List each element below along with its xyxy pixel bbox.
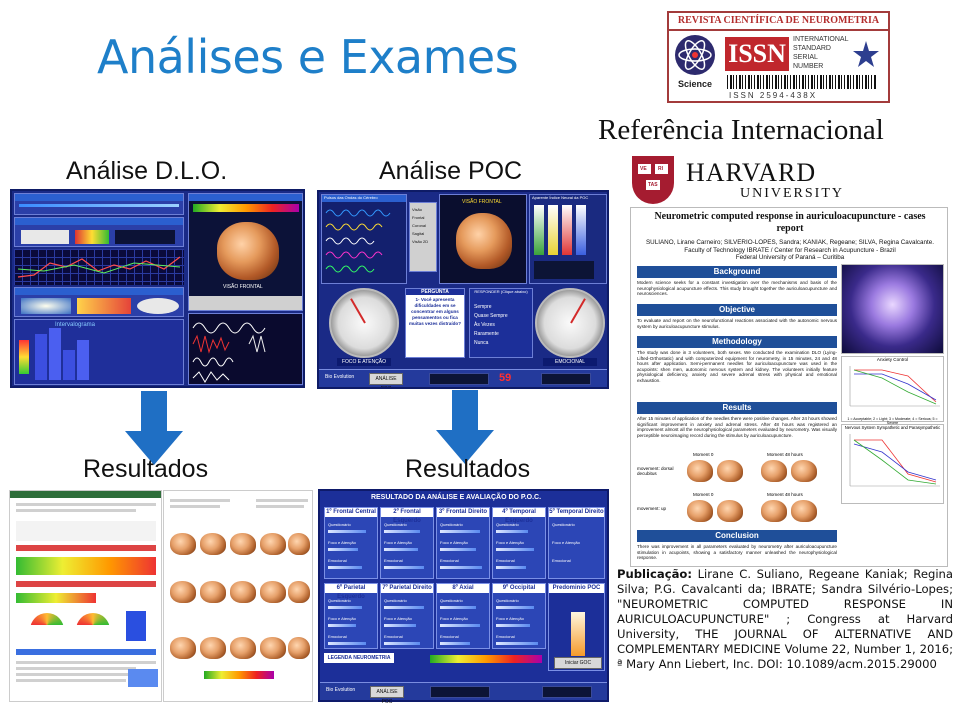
- gauge-label-emotional: EMOCIONAL: [543, 358, 597, 366]
- article-authors: SULIANO, Lirane Carneiro; SILVERIO-LOPES…: [645, 239, 935, 261]
- label-poc: Análise POC: [379, 157, 523, 185]
- answer-option[interactable]: Quase Sempre: [474, 313, 508, 319]
- article-poster: Neurometric computed response in auricul…: [630, 207, 948, 567]
- answer-option[interactable]: Às Vezes: [474, 322, 495, 328]
- legend-label: LEGENDA NEUROMETRIA: [324, 653, 394, 663]
- harvard-name: HARVARD: [686, 158, 817, 187]
- analysis-poc-button[interactable]: ANÁLISE POC: [369, 373, 403, 387]
- section-header: Background: [637, 266, 837, 278]
- dlo-screenshot: Intervalograma VISÃO FRONTAL: [10, 189, 305, 388]
- results-left: Resultados: [83, 455, 209, 483]
- intervalogram-panel: Intervalograma: [14, 319, 184, 385]
- poc-results-screen: RESULTADO DA ANÁLISE E AVALIAÇÃO DO P.O.…: [318, 489, 609, 705]
- brain-map-report: [163, 490, 313, 702]
- reference-title: Referência Internacional: [598, 114, 884, 146]
- issn-badge: REVISTA CIENTÍFICA DE NEUROMETRIA Scienc…: [667, 11, 890, 103]
- poc-toolbar: Bio Evolution ANÁLISE POC 59: [319, 369, 607, 387]
- publication-text: Lirane C. Suliano, Regeane Kaniak; Regin…: [617, 567, 953, 671]
- analysis-poc-button[interactable]: ANÁLISE POC: [370, 686, 404, 705]
- focus-gauge: [329, 288, 399, 358]
- gauge-label-focus: FOCO E ATENÇÃO: [337, 358, 391, 366]
- answer-option[interactable]: Nunca: [474, 340, 489, 346]
- answer-option[interactable]: Raramente: [474, 331, 499, 337]
- poc-results-title: RESULTADO DA ANÁLISE E AVALIAÇÃO DO P.O.…: [370, 494, 542, 501]
- atom-icon: [675, 35, 715, 75]
- issn-code: ISSN 2594-438X: [729, 91, 818, 100]
- answer-list: RESPONDER (Clique abaixo) Sempre Quase S…: [469, 288, 533, 358]
- publication-citation: Publicação: Lirane C. Suliano, Regeane K…: [617, 567, 953, 672]
- dlo-report: [9, 490, 162, 702]
- anxiety-chart: Anxiety Control 1 = Acceptable; 2 = Ligh…: [841, 356, 944, 425]
- page-title: Análises e Exames: [97, 30, 519, 84]
- section-header: Objective: [637, 304, 837, 316]
- harvard-university: UNIVERSITY: [740, 186, 844, 201]
- publication-label: Publicação:: [617, 567, 692, 581]
- section-header: Methodology: [637, 336, 837, 348]
- issn-star-icon: [851, 39, 881, 69]
- emotional-gauge: [535, 288, 605, 358]
- moment-brains: movement: dorsal decubitus movement: up …: [637, 452, 837, 530]
- start-goc-button[interactable]: Iniciar GOC: [554, 657, 602, 669]
- brain-image: [217, 222, 279, 280]
- issn-words: INTERNATIONAL STANDARD SERIAL NUMBER: [793, 36, 849, 70]
- harvard-logo: VE RI TAS HARVARD UNIVERSITY: [630, 156, 842, 206]
- question-box: PERGUNTA 1- Você apresenta dificuldades …: [405, 288, 465, 358]
- arrow-down-icon: [436, 390, 494, 464]
- issn-science-label: Science: [678, 79, 713, 89]
- nervous-system-chart: Nervous System Sympathetic and Parasympa…: [841, 424, 944, 504]
- answer-option[interactable]: Sempre: [474, 304, 492, 310]
- section-header: Results: [637, 402, 837, 414]
- section-header: Conclusion: [637, 530, 837, 542]
- brain-image: [456, 213, 512, 269]
- label-dlo: Análise D.L.O.: [66, 157, 228, 185]
- results-right: Resultados: [405, 455, 531, 483]
- issn-header: REVISTA CIENTÍFICA DE NEUROMETRIA: [669, 13, 888, 31]
- barcode: [727, 75, 877, 89]
- brain-glow-image: [841, 264, 944, 354]
- harvard-shield-icon: VE RI TAS: [632, 156, 674, 204]
- article-title: Neurometric computed response in auricul…: [654, 211, 926, 234]
- issn-logo: ISSN: [725, 37, 789, 71]
- arrow-down-icon: [125, 391, 183, 465]
